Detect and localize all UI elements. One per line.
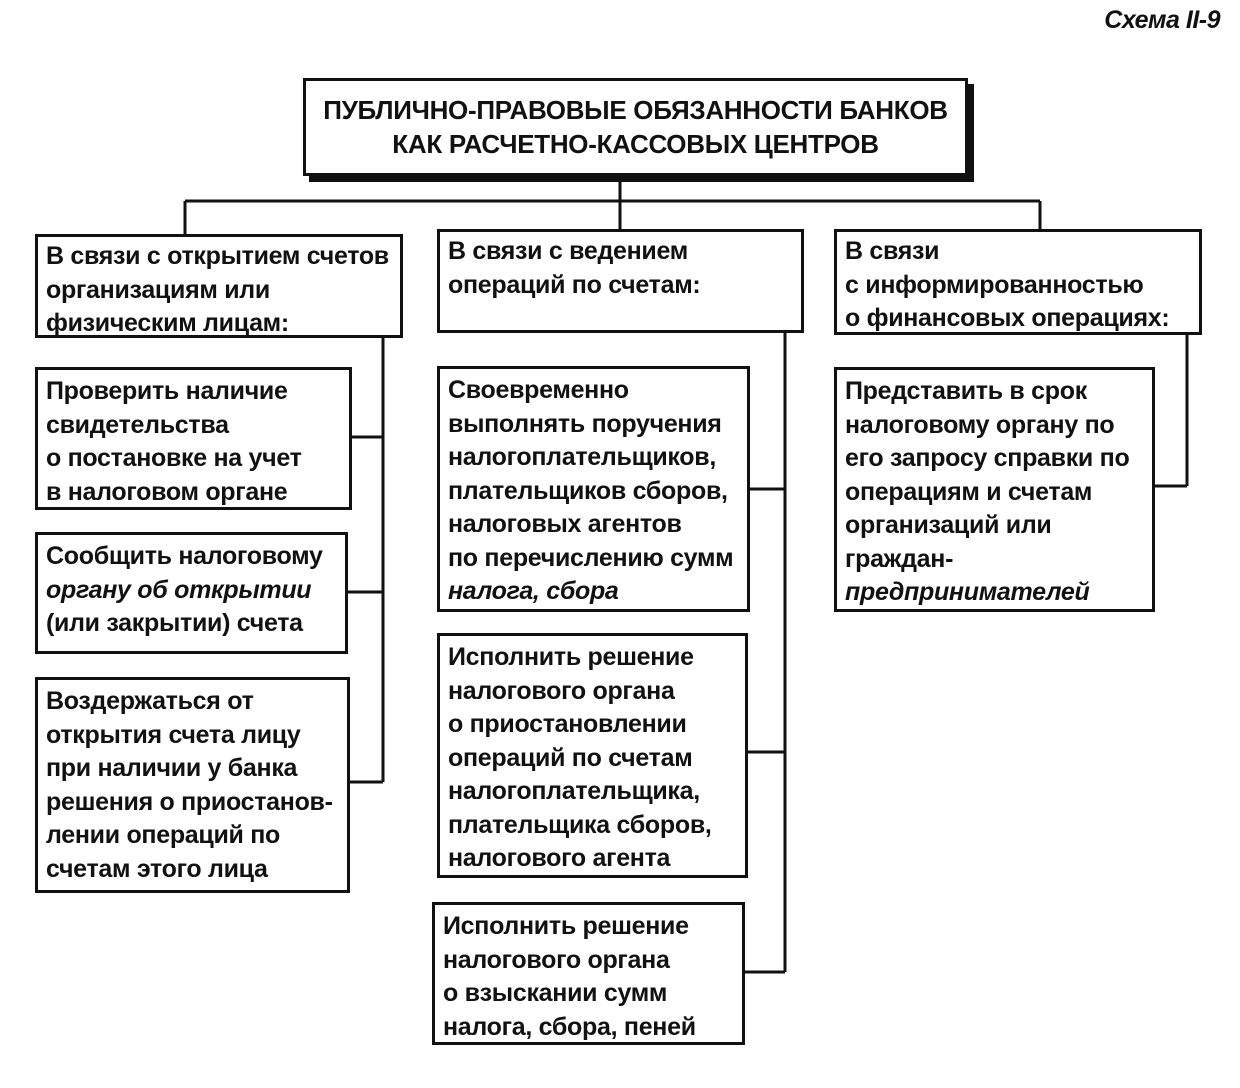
- duty-box-provide-statements: Представить в срок налоговому органу по …: [834, 367, 1155, 612]
- duty-text-italic: предпринимателей: [845, 578, 1090, 606]
- duty-text-end: (или закрытии) счета: [46, 609, 303, 637]
- duty-text: Сообщить налоговому: [46, 542, 323, 570]
- column-heading-operations: В связи с ведением операций по счетам:: [437, 229, 804, 333]
- duty-box-collect-taxes: Исполнить решение налогового органа о вз…: [432, 902, 745, 1045]
- duty-text-italic: налога, сбора: [448, 577, 619, 605]
- duty-box-execute-payment-orders: Своевременно выполнять поручения налогоп…: [437, 366, 750, 612]
- duty-box-notify-tax-authority: Сообщить налоговому органу об открытии (…: [35, 532, 348, 654]
- duty-box-refrain-opening-account: Воздержаться от открытия счета лицу при …: [35, 677, 350, 893]
- scheme-label: Схема II-9: [1104, 6, 1220, 34]
- duty-text: Своевременно выполнять поручения налогоп…: [448, 376, 734, 572]
- duty-box-check-certificate: Проверить наличие свидетельства о постан…: [35, 367, 352, 510]
- duty-text: Представить в срок налоговому органу по …: [845, 377, 1130, 573]
- diagram-title: ПУБЛИЧНО-ПРАВОВЫЕ ОБЯЗАННОСТИ БАНКОВ КАК…: [303, 78, 968, 176]
- column-heading-accounts-opening: В связи с открытием счетов организациям …: [35, 234, 403, 338]
- duty-text-italic: органу об открытии: [46, 575, 312, 604]
- duty-box-suspend-operations: Исполнить решение налогового органа о пр…: [437, 633, 748, 878]
- column-heading-information: В связи с информированностью о финансовы…: [834, 229, 1202, 335]
